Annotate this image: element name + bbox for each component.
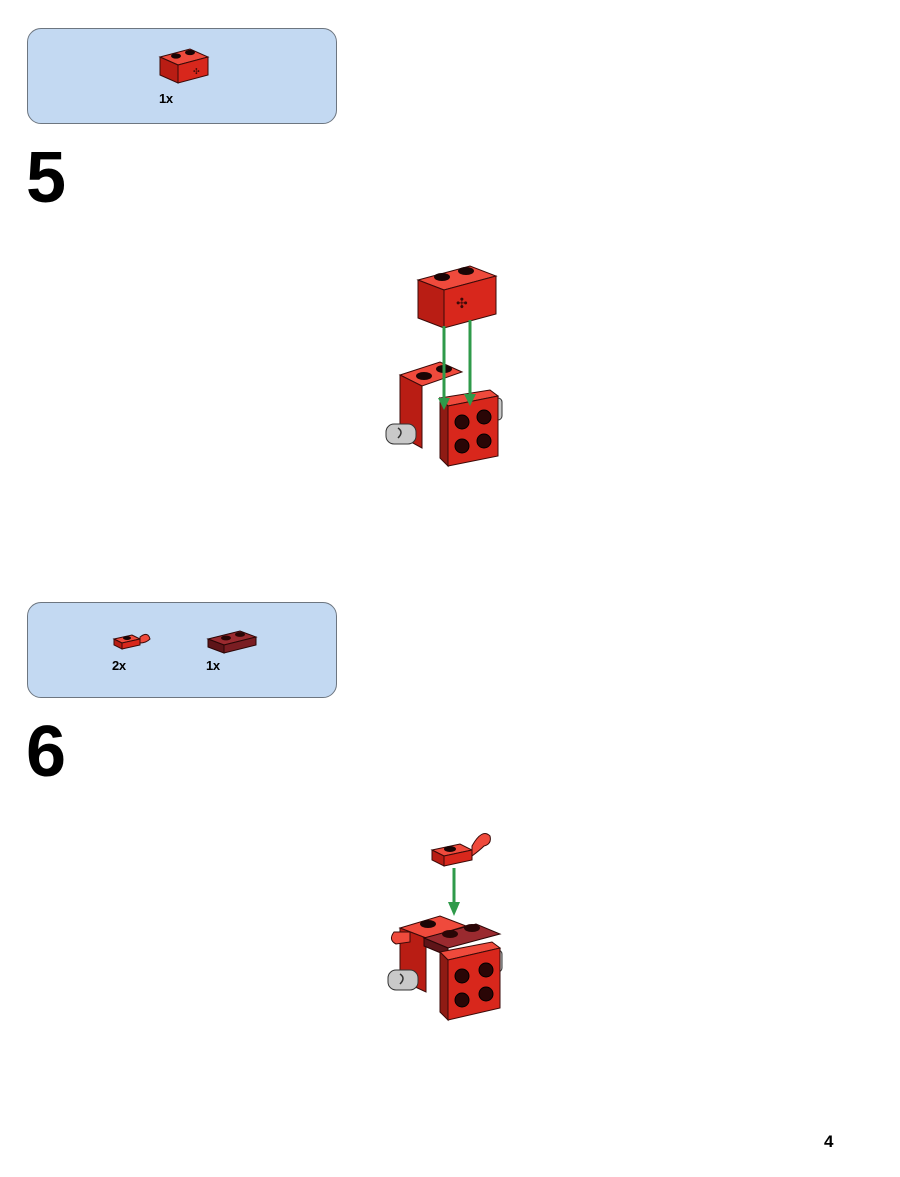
- parts-callout-step-6: 2x 1x: [27, 602, 337, 698]
- red-plate-1x1-clip-part-icon: [112, 633, 151, 650]
- part-qty: 1x: [159, 91, 173, 106]
- dark-red-plate-1x2-part-icon: [206, 630, 258, 654]
- step-number: 6: [26, 712, 66, 792]
- page-number: 4: [824, 1132, 834, 1151]
- step-number: 5: [26, 138, 66, 218]
- svg-text:✣: ✣: [456, 296, 468, 312]
- parts-callout-step-5: ✣ 1x: [27, 28, 337, 124]
- red-brick-1x2-axle-part-icon: ✣: [158, 48, 210, 84]
- svg-text:✣: ✣: [193, 67, 200, 76]
- part-qty: 2x: [112, 658, 126, 673]
- step-5-assembly-illustration: ✣: [385, 265, 503, 468]
- part-qty: 1x: [206, 658, 220, 673]
- step-6-assembly-illustration: [387, 833, 503, 1022]
